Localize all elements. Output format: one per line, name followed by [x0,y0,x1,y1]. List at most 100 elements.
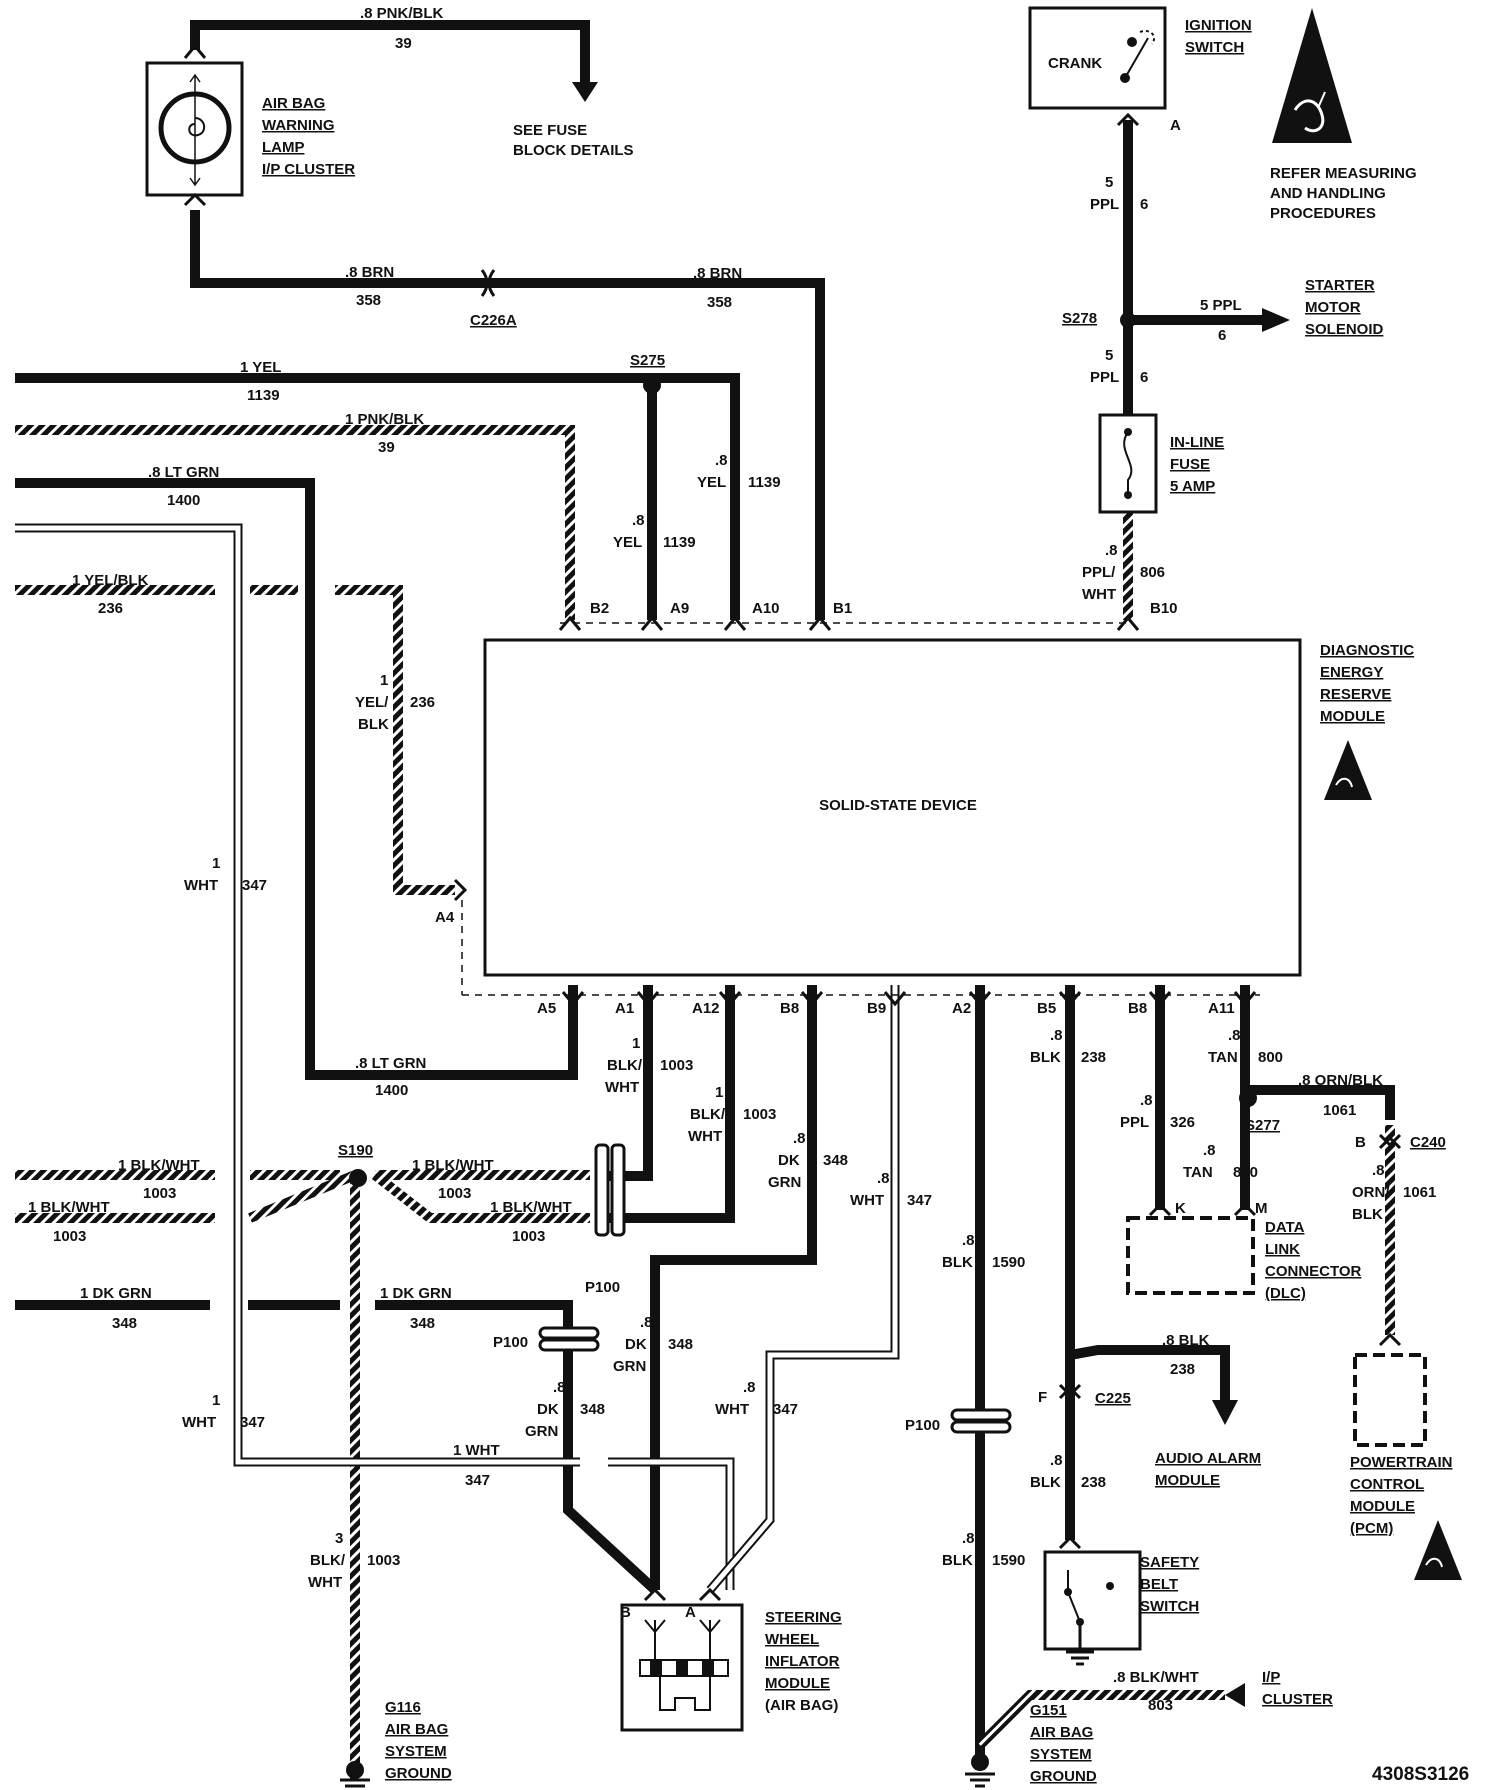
svg-text:1 YEL/BLK: 1 YEL/BLK [72,572,149,589]
svg-text:TAN: TAN [1208,1049,1238,1066]
svg-text:BELT: BELT [1140,1576,1178,1593]
svg-text:STARTER: STARTER [1305,277,1375,294]
esd-warning-icon [1272,8,1352,143]
wire-238 [1065,985,1230,1400]
ground-icon [965,1772,995,1788]
white-wires [15,523,900,1593]
svg-text:BLK: BLK [1030,1049,1061,1066]
svg-text:1 DK GRN: 1 DK GRN [80,1285,152,1302]
svg-text:B: B [620,1604,631,1621]
svg-text:.8 PNK/BLK: .8 PNK/BLK [360,5,444,22]
svg-text:1139: 1139 [247,387,280,404]
svg-text:1590: 1590 [992,1254,1025,1271]
svg-text:348: 348 [668,1336,693,1353]
svg-text:806: 806 [1140,564,1165,581]
svg-text:IN-LINE: IN-LINE [1170,434,1224,451]
svg-text:C240: C240 [1410,1134,1446,1151]
svg-text:AND HANDLING: AND HANDLING [1270,185,1386,202]
svg-text:1 WHT: 1 WHT [453,1442,500,1459]
airbag-warning-lamp: AIR BAG WARNING LAMP I/P CLUSTER [145,43,355,207]
svg-text:PPL/: PPL/ [1082,564,1116,581]
svg-text:SEE FUSE: SEE FUSE [513,122,587,139]
svg-text:GROUND: GROUND [1030,1768,1097,1785]
svg-text:1003: 1003 [660,1057,693,1074]
svg-text:A: A [685,1604,696,1621]
wire-39-top [190,20,590,85]
svg-text:I/P: I/P [1262,1669,1280,1686]
svg-text:BLK: BLK [942,1552,973,1569]
svg-text:A10: A10 [752,600,780,617]
svg-text:6: 6 [1140,196,1148,213]
svg-text:YEL: YEL [697,474,726,491]
svg-text:B1: B1 [833,600,852,617]
svg-text:5: 5 [1105,174,1113,191]
svg-text:803: 803 [1148,1697,1173,1714]
fuse-block-arrow-icon [572,82,598,102]
svg-text:DK: DK [625,1336,647,1353]
svg-text:DK: DK [537,1401,559,1418]
svg-text:1003: 1003 [438,1185,471,1202]
svg-text:WHT: WHT [182,1414,216,1431]
svg-text:LINK: LINK [1265,1241,1300,1258]
svg-text:347: 347 [242,877,267,894]
svg-text:1003: 1003 [512,1228,545,1245]
svg-text:A12: A12 [692,1000,720,1017]
svg-text:B8: B8 [780,1000,799,1017]
svg-text:1: 1 [212,855,220,872]
svg-text:S190: S190 [338,1142,373,1159]
svg-text:238: 238 [1170,1361,1195,1378]
svg-text:WHT: WHT [688,1128,722,1145]
svg-text:G151: G151 [1030,1702,1067,1719]
svg-text:B8: B8 [1128,1000,1147,1017]
splice-s277 [1239,1089,1257,1107]
svg-text:S278: S278 [1062,310,1097,327]
svg-text:MODULE: MODULE [1155,1472,1220,1489]
svg-text:347: 347 [773,1401,798,1418]
svg-text:1 BLK/WHT: 1 BLK/WHT [28,1199,110,1216]
ground-icon [1066,1650,1094,1666]
wire-348-swa [563,1340,659,1594]
svg-text:.8: .8 [877,1170,890,1187]
svg-text:1 BLK/WHT: 1 BLK/WHT [412,1157,494,1174]
svg-text:SOLENOID: SOLENOID [1305,321,1384,338]
svg-text:ENERGY: ENERGY [1320,664,1383,681]
svg-text:WHT: WHT [308,1574,342,1591]
svg-text:REFER MEASURING: REFER MEASURING [1270,165,1417,182]
svg-text:(AIR BAG): (AIR BAG) [765,1697,838,1714]
svg-text:(DLC): (DLC) [1265,1285,1306,1302]
svg-text:.8: .8 [632,512,645,529]
svg-text:P100: P100 [905,1417,940,1434]
svg-text:1: 1 [715,1084,723,1101]
splice-s275 [643,376,661,394]
audio-alarm-arrow-icon [1212,1400,1238,1425]
safety-belt-switch: SAFETY BELT SWITCH [1043,1535,1199,1666]
svg-text:3: 3 [335,1530,343,1547]
svg-text:SYSTEM: SYSTEM [385,1743,447,1760]
svg-text:WHT: WHT [184,877,218,894]
svg-text:A4: A4 [435,909,455,926]
svg-text:P100: P100 [493,1334,528,1351]
powertrain-control-module: POWERTRAIN CONTROL MODULE (PCM) [1350,1332,1453,1537]
svg-text:.8 ORN/BLK: .8 ORN/BLK [1298,1072,1383,1089]
svg-text:SAFETY: SAFETY [1140,1554,1199,1571]
svg-text:K: K [1175,1200,1186,1217]
svg-text:C226A: C226A [470,312,517,329]
ground-g151: G151 AIR BAG SYSTEM GROUND [965,1702,1097,1788]
svg-text:ORN/: ORN/ [1352,1184,1390,1201]
svg-text:1003: 1003 [367,1552,400,1569]
svg-text:1003: 1003 [53,1228,86,1245]
wire-347-b9-outer [706,985,900,1593]
wire-1400 [15,478,578,1080]
svg-text:.8 LT GRN: .8 LT GRN [355,1055,426,1072]
svg-text:INFLATOR: INFLATOR [765,1653,840,1670]
svg-text:WHT: WHT [850,1192,884,1209]
svg-text:CLUSTER: CLUSTER [1262,1691,1333,1708]
svg-text:WHEEL: WHEEL [765,1631,819,1648]
svg-text:PROCEDURES: PROCEDURES [1270,205,1376,222]
svg-text:.8: .8 [1050,1452,1063,1469]
svg-text:B2: B2 [590,600,609,617]
wire-1003-a12 [595,985,735,1223]
svg-text:1400: 1400 [375,1082,408,1099]
svg-text:BLK: BLK [358,716,389,733]
svg-text:S275: S275 [630,352,665,369]
